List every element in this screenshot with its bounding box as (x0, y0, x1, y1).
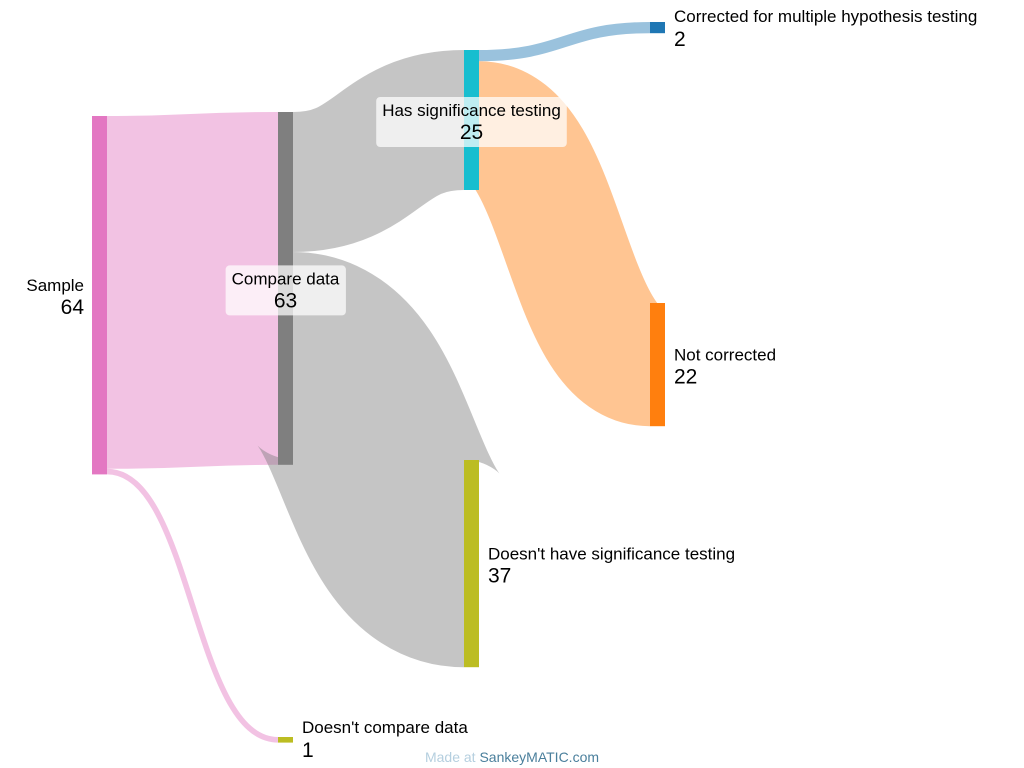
link-sig-to-corrected[interactable] (478, 22, 651, 62)
label-background (225, 265, 346, 316)
node-value-label: 64 (61, 296, 85, 319)
node-value-label: 2 (674, 28, 686, 51)
node-name-label: Compare data (232, 269, 340, 288)
link-compare-to-nosig[interactable] (253, 252, 504, 668)
label-background (376, 97, 567, 147)
node-value-label: 37 (488, 565, 511, 588)
node-value-label: 63 (274, 289, 297, 312)
credit-text[interactable]: Made at SankeyMATIC.com (425, 749, 599, 765)
node-not-corrected[interactable] (650, 303, 665, 427)
credit-prefix: Made at (425, 749, 479, 765)
link-sig-to-notcorrected[interactable] (464, 61, 665, 427)
sankey-nodes (92, 22, 665, 743)
node-name-label: Sample (26, 276, 84, 295)
node-name-label: Not corrected (674, 346, 776, 365)
node-value-label: 22 (674, 366, 697, 389)
label-corrected-for-multiple-hypothesis-testing: Corrected for multiple hypothesis testin… (674, 7, 977, 51)
node-doesn-t-have-significance-testing[interactable] (464, 460, 479, 668)
node-value-label: 25 (460, 121, 483, 144)
link-sample-to-nocompare[interactable] (106, 468, 279, 743)
node-name-label: Doesn't compare data (302, 718, 468, 737)
node-name-label: Has significance testing (382, 101, 561, 120)
label-doesn-t-compare-data: Doesn't compare data 1 (302, 718, 468, 762)
node-name-label: Doesn't have significance testing (488, 545, 735, 564)
credit-site-link[interactable]: SankeyMATIC.com (479, 749, 599, 765)
node-doesn-t-compare-data[interactable] (278, 737, 293, 743)
node-name-label: Corrected for multiple hypothesis testin… (674, 7, 977, 26)
node-value-label: 1 (302, 739, 314, 762)
node-sample[interactable] (92, 116, 107, 475)
node-corrected-for-multiple-hypothesis-testing[interactable] (650, 22, 665, 34)
